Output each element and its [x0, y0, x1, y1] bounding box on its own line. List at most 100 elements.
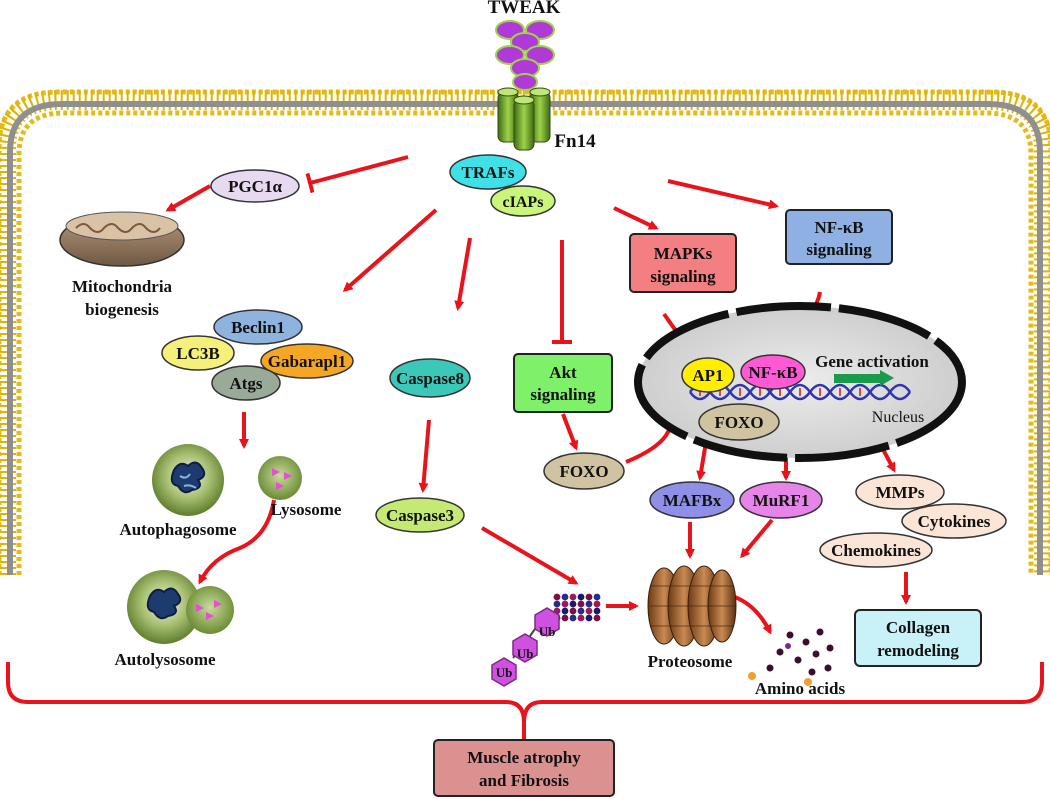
substrate-bead — [577, 593, 585, 601]
beclin1-label: Beclin1 — [231, 318, 285, 337]
ubiquitin-chain: Ub Ub Ub — [491, 607, 560, 687]
atgs-node — [211, 365, 281, 401]
substrate-bead — [577, 600, 585, 608]
akt-to-foxo-arrow — [561, 413, 579, 451]
cytokines-label: Cytokines — [918, 512, 991, 531]
mapks-label-line1: MAPKs — [654, 244, 713, 263]
nucleus-to-mafbx-arrow — [696, 441, 708, 481]
murf1-label: MuRF1 — [753, 491, 810, 510]
amino-acids-icon — [748, 628, 834, 686]
nfkb-nucleus-label: NF-κB — [748, 363, 797, 382]
proteasome-to-aminoacids-arrow — [731, 594, 772, 635]
tweak-ligand-icon — [495, 20, 555, 91]
mmps-node — [855, 474, 945, 510]
substrate-bead — [569, 600, 577, 608]
trafs-node — [449, 154, 527, 190]
collagen-label-line1: Collagen — [886, 618, 951, 637]
ubiquitin-3-label: Ub — [496, 665, 513, 680]
mmps-label: MMPs — [875, 483, 924, 502]
chemokines-node — [819, 532, 933, 568]
ciaps-node — [490, 185, 556, 217]
mapks-signaling-box — [629, 233, 737, 293]
substrate-bead — [593, 607, 601, 615]
ubiquitin-3 — [491, 657, 517, 687]
atgs-label: Atgs — [229, 374, 262, 393]
amino-acids-label: Amino acids — [755, 679, 846, 698]
trafs-label: TRAFs — [462, 163, 515, 182]
to-autophagy-arrow — [342, 208, 438, 292]
gene-activation-label: Gene activation — [815, 352, 929, 371]
cytokines-node — [901, 503, 1007, 539]
nfkb-nucleus-node — [740, 354, 806, 390]
substrate-bead — [561, 600, 569, 608]
outcome-label-line1: Muscle atrophy — [467, 748, 581, 767]
akt-label-line1: Akt — [549, 363, 577, 382]
murf1-to-proteasome-arrow — [740, 518, 774, 559]
chemokines-label: Chemokines — [831, 541, 921, 560]
collagen-label-line2: remodeling — [877, 641, 959, 660]
lysosome-to-autolysosome-arrow — [198, 499, 276, 585]
ubiquitin-1-label: Ub — [539, 624, 556, 639]
substrate-bead — [585, 600, 593, 608]
ubiquitin-2-label: Ub — [517, 646, 534, 661]
pgc-to-mito-arrow — [165, 184, 211, 212]
caspase8-label: Caspase8 — [396, 369, 464, 388]
collagen-remodeling-box — [854, 609, 982, 667]
caspase3-node — [375, 497, 465, 533]
substrate-bead — [553, 600, 561, 608]
fn14-label: Fn14 — [554, 131, 596, 152]
substrate-bead — [569, 593, 577, 601]
substrate-bead — [593, 614, 601, 622]
foxo-nucleus-node — [698, 403, 780, 441]
substrate-bead — [585, 593, 593, 601]
lc3b-label: LC3B — [176, 344, 219, 363]
akt-signaling-box — [513, 353, 613, 413]
pgc1a-label: PGC1α — [228, 177, 282, 196]
mafbx-label: MAFBx — [663, 491, 722, 510]
substrate-bead — [553, 593, 561, 601]
to-caspase8-arrow — [454, 237, 472, 311]
mapks-label-line2: signaling — [650, 267, 716, 286]
autophagosome-icon — [152, 444, 224, 516]
ap1-label: AP1 — [692, 366, 723, 385]
foxo-nucleus-label: FOXO — [714, 413, 763, 432]
ap1-node — [681, 357, 735, 393]
substrate-bead — [593, 600, 601, 608]
lysosome-label: Lysosome — [271, 500, 342, 519]
gabarapl1-node — [260, 343, 354, 379]
foxo-cytoplasm-label: FOXO — [559, 462, 608, 481]
nucleus-label: Nucleus — [872, 409, 924, 426]
lysosome-icon — [258, 456, 302, 500]
dna-helix-icon — [688, 383, 912, 401]
nfkb-box-label-line2: signaling — [806, 240, 872, 259]
autolysosome-icon — [127, 570, 234, 644]
caspase3-to-proteasome-arrow — [480, 526, 579, 585]
nfkb-box-label-line1: NF-κB — [814, 218, 863, 237]
convergence-brace — [6, 662, 1044, 723]
substrate-bead — [593, 593, 601, 601]
caspase8-to-caspase3-arrow — [418, 419, 431, 493]
tweak-label: TWEAK — [488, 0, 561, 18]
ciaps-label: cIAPs — [503, 194, 544, 211]
caspase3-label: Caspase3 — [386, 506, 454, 525]
mito-label-line1: Mitochondria — [72, 277, 173, 296]
substrate-bead — [569, 607, 577, 615]
mito-label-line2: biogenesis — [85, 300, 159, 319]
substrate-bead — [561, 607, 569, 615]
substrate-bead — [577, 607, 585, 615]
to-nfkb-arrow — [667, 179, 779, 210]
to-mapk-arrow — [613, 206, 659, 230]
substrate-bead — [569, 614, 577, 622]
substrate-bead — [585, 614, 593, 622]
substrate-bead — [561, 614, 569, 622]
nfkb-signaling-box — [785, 209, 893, 265]
mitochondria-icon — [59, 211, 185, 267]
gabarapl1-label: Gabarapl1 — [268, 352, 346, 371]
inhibit-pgc-arrow — [305, 155, 409, 194]
ubiquitin-1 — [534, 607, 560, 637]
substrate-bead — [585, 607, 593, 615]
outcome-box — [433, 739, 615, 797]
substrate-bead — [577, 614, 585, 622]
mafbx-node — [649, 481, 735, 519]
